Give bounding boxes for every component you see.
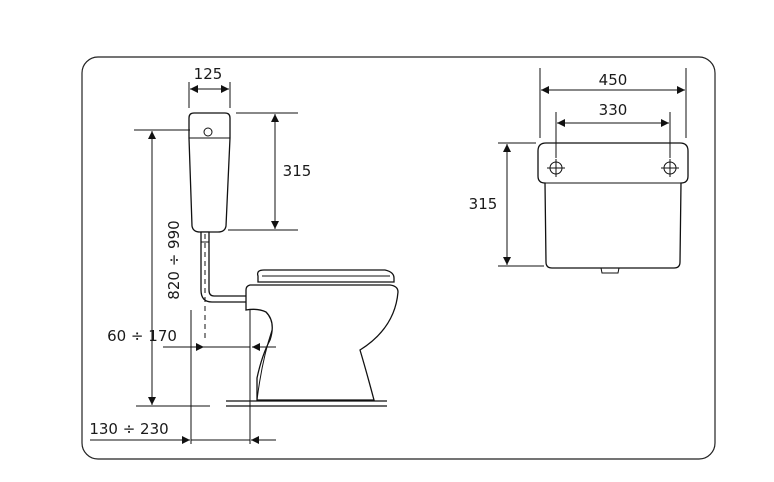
mounting-hole-left-icon bbox=[547, 159, 565, 177]
dim-cistern-height-side: 315 bbox=[283, 162, 312, 180]
mounting-hole-right-icon bbox=[661, 159, 679, 177]
side-view: 125 315 820 ÷ 990 60 ÷ 170 130 ÷ 230 bbox=[89, 65, 399, 444]
dim-cistern-width-front: 450 bbox=[599, 71, 628, 89]
front-view: 450 330 315 bbox=[469, 68, 689, 274]
dim-floor-offset: 130 ÷ 230 bbox=[89, 420, 168, 438]
side-cistern bbox=[188, 112, 231, 233]
dim-cistern-width-side: 125 bbox=[194, 65, 223, 83]
dim-outlet-offset: 60 ÷ 170 bbox=[107, 327, 177, 345]
front-cistern bbox=[537, 142, 689, 269]
flush-button-icon bbox=[203, 127, 213, 137]
dim-height-range: 820 ÷ 990 bbox=[165, 220, 183, 299]
drawing-frame bbox=[81, 56, 716, 460]
toilet-bowl bbox=[245, 284, 399, 401]
dim-cistern-height-front: 315 bbox=[469, 195, 498, 213]
dim-hole-spacing-front: 330 bbox=[599, 101, 628, 119]
